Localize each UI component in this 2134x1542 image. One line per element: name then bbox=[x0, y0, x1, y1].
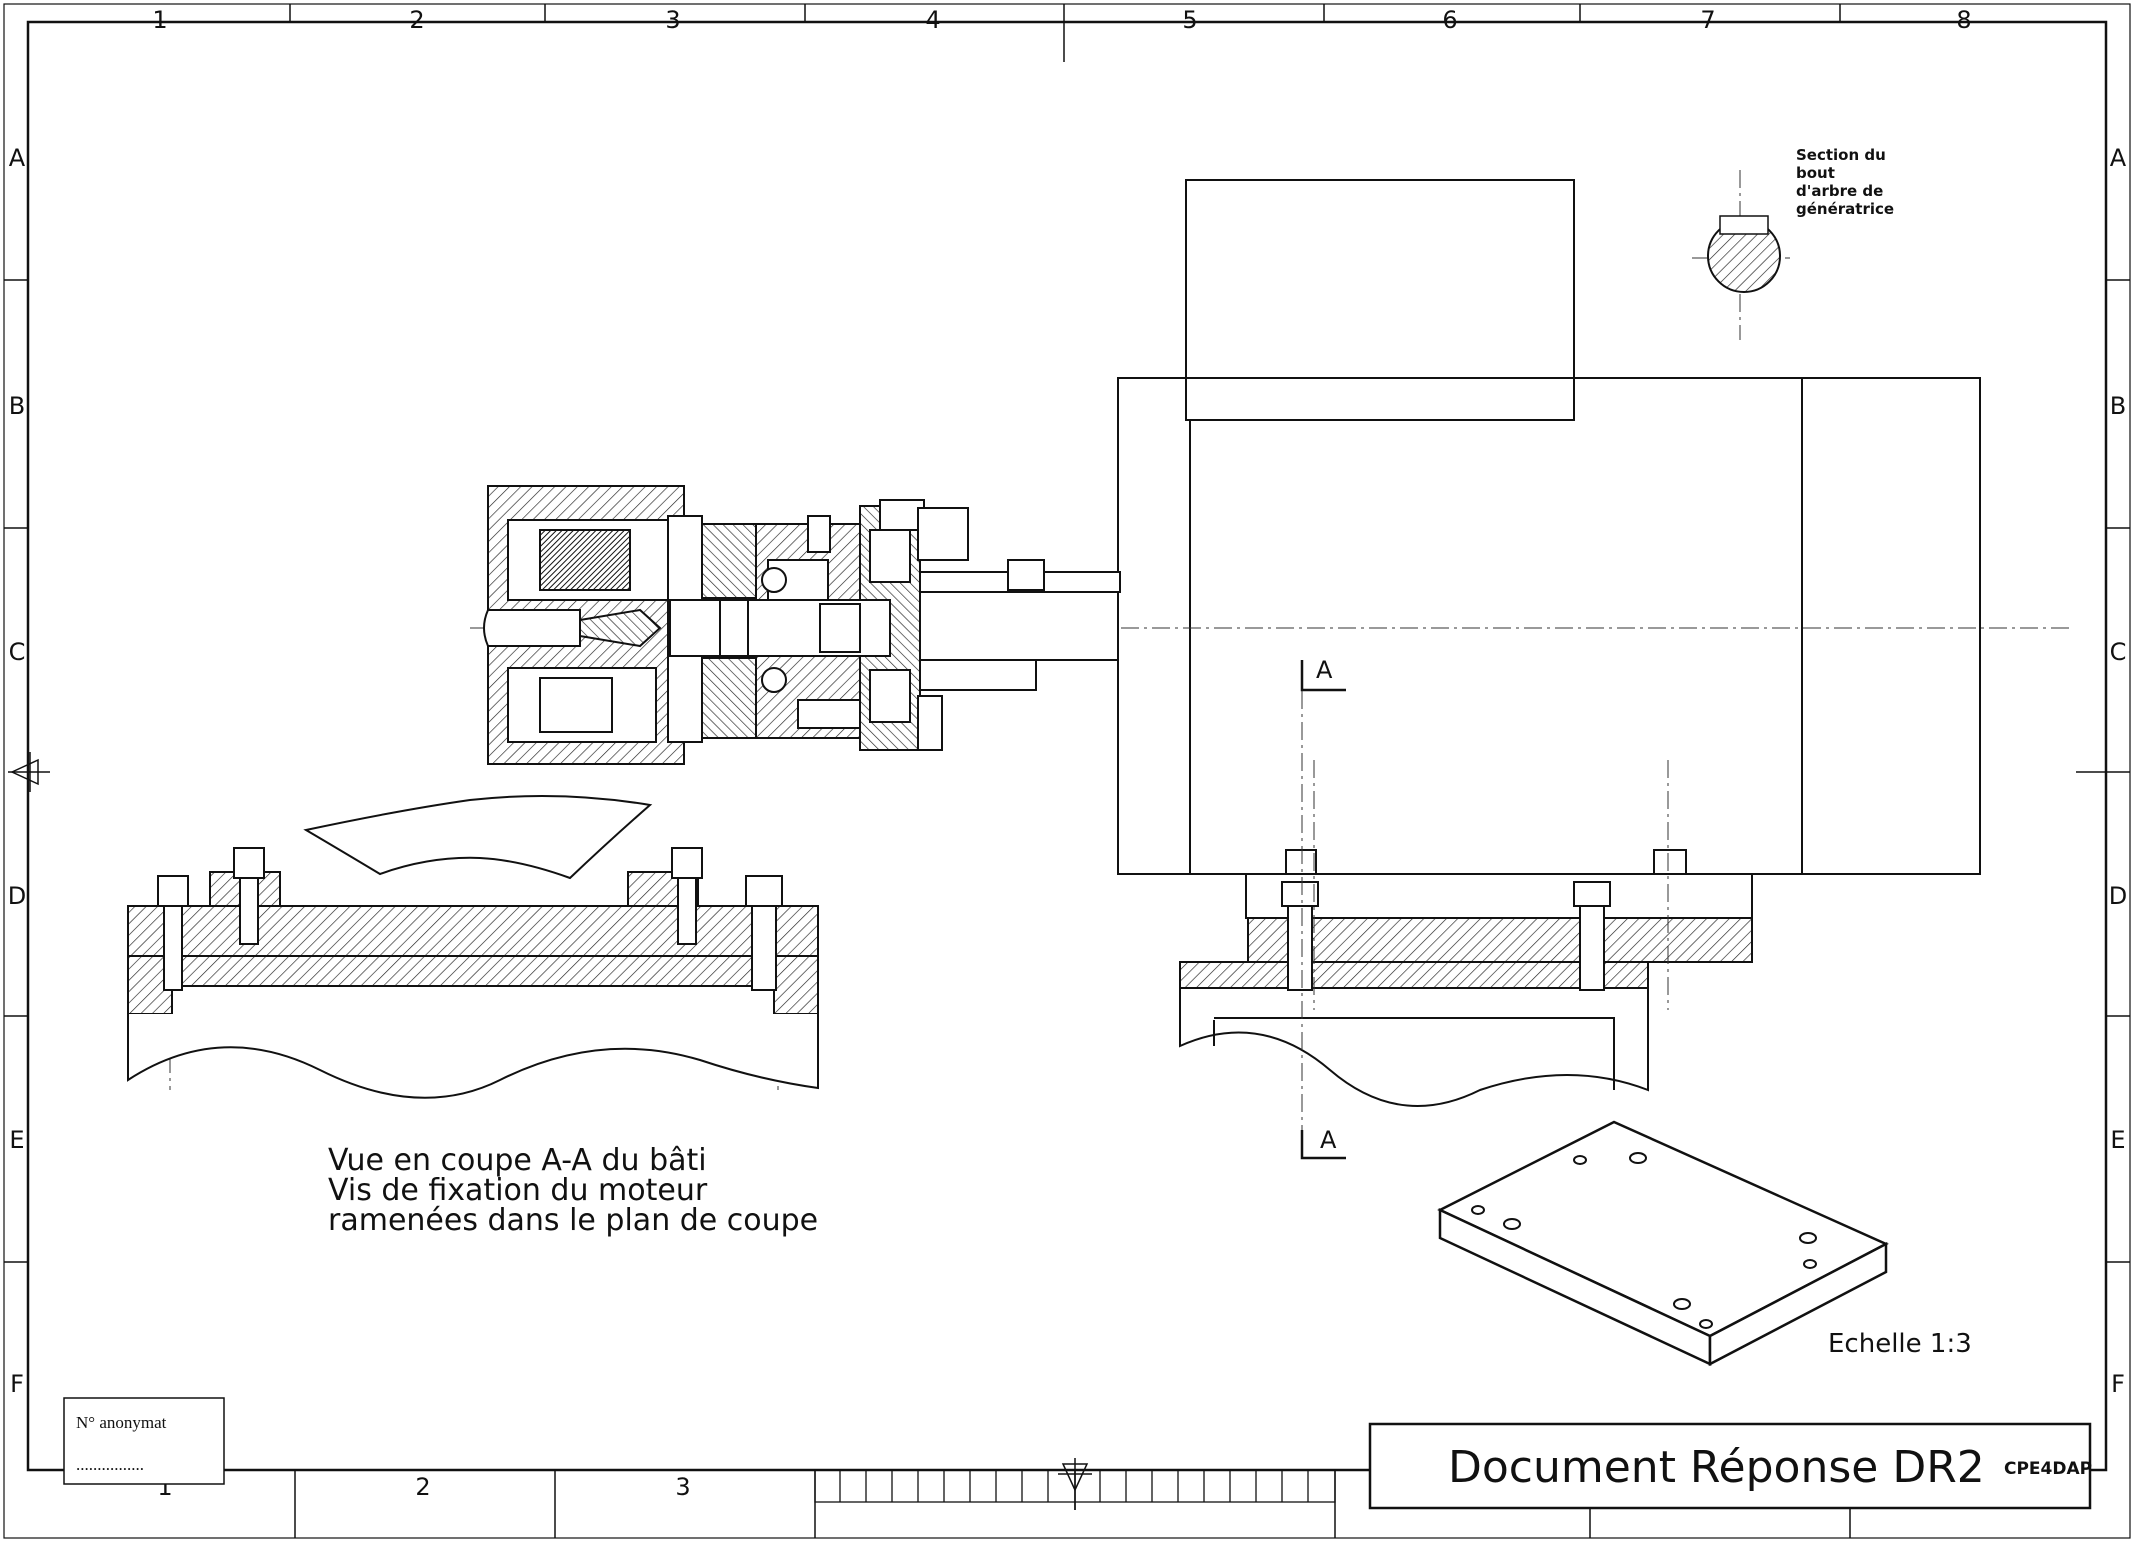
row-label-e-right: E bbox=[2110, 1126, 2125, 1154]
col-label-2-bottom: 2 bbox=[415, 1473, 430, 1501]
row-label-d: D bbox=[8, 882, 26, 910]
coupling-assembly bbox=[483, 485, 1121, 765]
row-label-a-right: A bbox=[2110, 144, 2127, 172]
row-label-f-right: F bbox=[2111, 1370, 2125, 1398]
row-labels-right: A B C D E F bbox=[2109, 144, 2127, 1398]
section-cut-marks bbox=[1300, 660, 1346, 1160]
title-code: CPE4DAP bbox=[2004, 1459, 2092, 1479]
section-note-line-4: génératrice bbox=[1796, 200, 1894, 218]
centering-arrow-icon bbox=[8, 752, 1092, 1510]
col-label-7: 7 bbox=[1700, 6, 1715, 34]
centerlines bbox=[169, 170, 2070, 1140]
col-label-2: 2 bbox=[409, 6, 424, 34]
col-label-4: 4 bbox=[925, 6, 940, 34]
section-note-line-1: Section du bbox=[1796, 146, 1886, 164]
col-label-3-bottom: 3 bbox=[675, 1473, 690, 1501]
scale-label: Echelle 1:3 bbox=[1828, 1329, 1972, 1359]
anonymat-dots: ................ bbox=[76, 1455, 144, 1474]
section-note-line-2: bout bbox=[1796, 164, 1835, 182]
row-label-a: A bbox=[9, 144, 26, 172]
cut-label-top: A bbox=[1316, 656, 1333, 684]
cut-label-bottom: A bbox=[1320, 1126, 1337, 1154]
caption-line-2: Vis de fixation du moteur bbox=[328, 1173, 708, 1208]
section-note-line-3: d'arbre de bbox=[1796, 182, 1883, 200]
row-label-b: B bbox=[9, 392, 25, 420]
terminal-box bbox=[1185, 179, 1575, 421]
col-label-1: 1 bbox=[152, 6, 167, 34]
generator-motor-view bbox=[1117, 179, 1981, 1107]
motor-housing bbox=[1117, 377, 1981, 875]
col-label-8: 8 bbox=[1956, 6, 1971, 34]
shaft-end-section bbox=[1707, 215, 1781, 293]
col-label-3: 3 bbox=[665, 6, 680, 34]
title-text: Document Réponse DR2 bbox=[1448, 1442, 1985, 1493]
anonymat-label: N° anonymat bbox=[76, 1413, 167, 1432]
isometric-plate bbox=[1437, 1120, 1889, 1367]
anonymat-box: N° anonymat ................ bbox=[63, 1397, 225, 1485]
base-section-view bbox=[127, 795, 819, 1099]
row-label-c-right: C bbox=[2110, 638, 2127, 666]
row-labels-left: A B C D E F bbox=[8, 144, 26, 1398]
row-label-d-right: D bbox=[2109, 882, 2127, 910]
row-label-c: C bbox=[9, 638, 26, 666]
col-label-6: 6 bbox=[1442, 6, 1457, 34]
row-label-f: F bbox=[10, 1370, 24, 1398]
col-label-5: 5 bbox=[1182, 6, 1197, 34]
shaft-section-note: Section du bout d'arbre de génératrice bbox=[1796, 146, 1894, 218]
row-label-b-right: B bbox=[2110, 392, 2126, 420]
caption-line-3: ramenées dans le plan de coupe bbox=[328, 1203, 818, 1238]
column-labels-top: 1 2 3 4 5 6 7 8 bbox=[152, 6, 1971, 34]
sheet-frame bbox=[3, 3, 2131, 1539]
title-block: Document Réponse DR2 CPE4DAP bbox=[1368, 1422, 2092, 1510]
caption-line-1: Vue en coupe A-A du bâti bbox=[328, 1143, 707, 1178]
view-caption: Vue en coupe A-A du bâti Vis de fixation… bbox=[328, 1143, 818, 1238]
row-label-e: E bbox=[9, 1126, 24, 1154]
